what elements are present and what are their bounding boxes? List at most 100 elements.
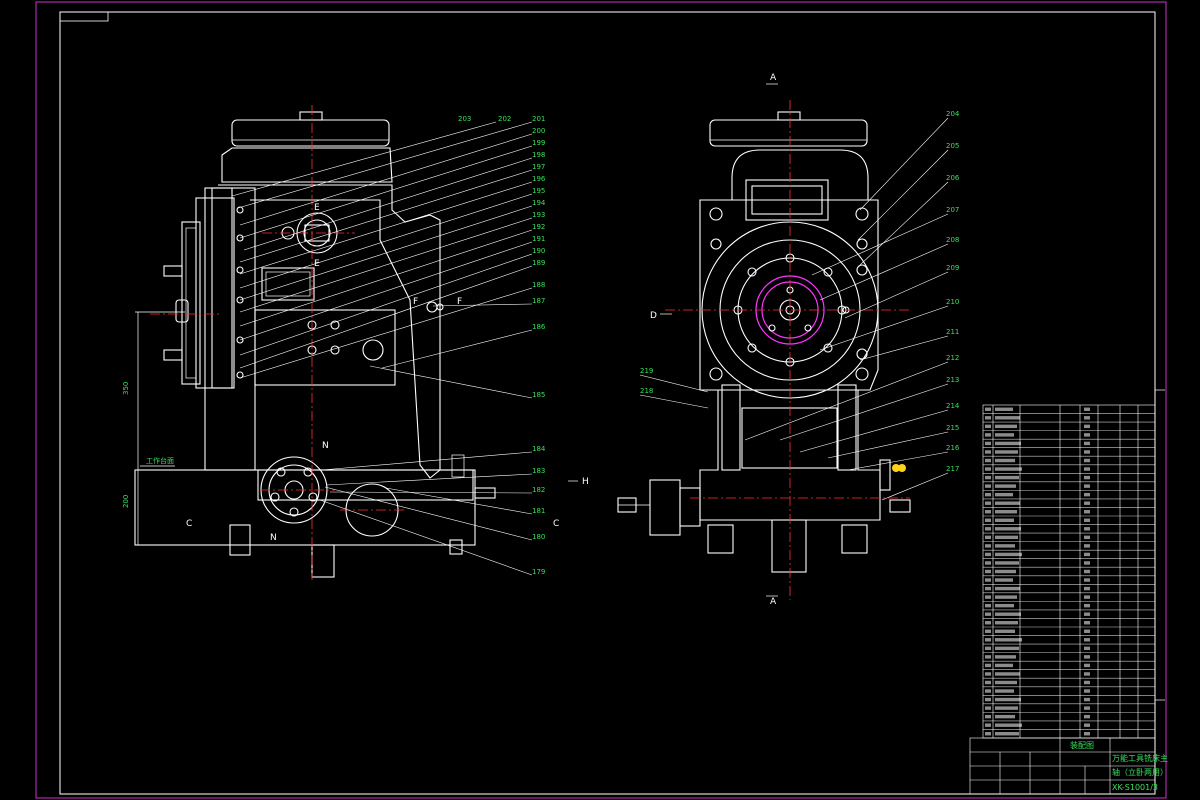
section-mark-c-right: C xyxy=(553,519,559,529)
bom-cell-text xyxy=(995,697,1021,702)
bom-cell-text xyxy=(1084,697,1090,702)
bom-cell-text xyxy=(995,723,1022,727)
bom-cell-text xyxy=(985,501,991,505)
bom-cell-text xyxy=(995,646,1019,651)
bom-cell-text xyxy=(995,672,1020,676)
bom-cell-text xyxy=(1084,578,1090,582)
bom-cell-text xyxy=(985,467,991,471)
callout-187: 187 xyxy=(532,297,545,305)
callout-215: 215 xyxy=(946,424,959,432)
bom-cell-text xyxy=(1084,561,1090,565)
callout-202: 202 xyxy=(498,115,511,123)
bom-cell-text xyxy=(995,544,1015,548)
section-mark-f-right: F xyxy=(457,297,462,307)
bom-cell-text xyxy=(985,655,991,659)
callout-199: 199 xyxy=(532,139,545,147)
bom-cell-text xyxy=(995,492,1013,497)
bom-cell-text xyxy=(985,697,991,702)
callout-198: 198 xyxy=(532,151,545,159)
bom-cell-text xyxy=(985,723,991,727)
callout-209: 209 xyxy=(946,264,959,272)
bom-cell-text xyxy=(985,552,991,557)
callout-203: 203 xyxy=(458,115,471,123)
bom-cell-text xyxy=(995,510,1017,514)
work-level-label: 工作台面 xyxy=(146,456,174,465)
bom-cell-text xyxy=(995,458,1015,463)
bom-cell-text xyxy=(995,424,1017,429)
section-mark-h: H xyxy=(582,477,589,487)
callout-184: 184 xyxy=(532,445,546,453)
bom-cell-text xyxy=(985,484,991,488)
bom-cell-text xyxy=(985,612,991,616)
bom-cell-text xyxy=(1084,416,1090,420)
bom-cell-text xyxy=(995,484,1016,488)
bom-cell-text xyxy=(995,441,1021,446)
callout-193: 193 xyxy=(532,211,545,219)
bom-cell-text xyxy=(1084,723,1090,727)
bom-cell-text xyxy=(985,450,991,454)
bom-cell-text xyxy=(985,706,991,710)
callout-207: 207 xyxy=(946,206,959,214)
bom-cell-text xyxy=(1084,663,1090,668)
bom-cell-text xyxy=(985,714,991,719)
callout-216: 216 xyxy=(946,444,960,452)
callout-195: 195 xyxy=(532,187,545,195)
bom-cell-text xyxy=(985,638,991,642)
bom-cell-text xyxy=(985,680,991,685)
bom-cell-text xyxy=(985,689,991,693)
callout-191: 191 xyxy=(532,235,545,243)
bom-cell-text xyxy=(995,629,1015,633)
bom-cell-text xyxy=(1084,458,1090,463)
bom-cell-text xyxy=(995,706,1018,710)
callout-205: 205 xyxy=(946,142,959,150)
bom-cell-text xyxy=(985,510,991,514)
bom-cell-text xyxy=(1084,680,1090,685)
bom-cell-text xyxy=(995,732,1019,736)
bom-cell-text xyxy=(995,655,1016,659)
bom-cell-text xyxy=(985,672,991,676)
section-mark-f-left: F xyxy=(413,297,418,307)
bom-cell-text xyxy=(985,561,991,565)
bom-cell-text xyxy=(985,578,991,582)
side-view-leaders xyxy=(231,121,533,576)
callout-182: 182 xyxy=(532,486,545,494)
bom-cell-text xyxy=(1084,638,1090,642)
bom-cell-text xyxy=(1084,586,1090,591)
bom-cell-text xyxy=(1084,629,1090,633)
section-mark-e-bottom: E xyxy=(314,259,320,269)
callout-218: 218 xyxy=(640,387,653,395)
bom-cell-text xyxy=(995,595,1017,599)
bom-cell-text xyxy=(1084,544,1090,548)
title-block: 装配图 万能工具铣床主 轴（立卧两用） XK-S1001/3 xyxy=(969,737,1168,795)
bom-cell-text xyxy=(1084,510,1090,514)
svg-text:200: 200 xyxy=(122,495,130,508)
section-mark-n-bottom: N xyxy=(270,533,277,543)
front-view-leaders xyxy=(639,117,949,501)
bom-cell-text xyxy=(985,492,991,497)
bom-cell-text xyxy=(1084,689,1090,693)
section-mark-n-top: N xyxy=(322,441,329,451)
bom-cell-text xyxy=(995,621,1018,625)
bom-cell-text xyxy=(995,475,1019,480)
bom-cell-text xyxy=(1084,714,1090,719)
bom-cell-text xyxy=(985,475,991,480)
callout-180: 180 xyxy=(532,533,545,541)
bom-cell-text xyxy=(995,586,1020,591)
callout-189: 189 xyxy=(532,259,545,267)
bom-cell-text xyxy=(985,629,991,633)
bom-cell-text xyxy=(985,535,991,540)
callout-192: 192 xyxy=(532,223,545,231)
callout-181: 181 xyxy=(532,507,545,515)
bom-cell-text xyxy=(1084,595,1090,599)
bom-cell-text xyxy=(995,578,1013,582)
bom-cell-text xyxy=(1084,732,1090,736)
bom-cell-text xyxy=(995,416,1020,420)
project-title-line2: 轴（立卧两用） xyxy=(1112,767,1168,777)
callout-179: 179 xyxy=(532,568,545,576)
callout-188: 188 xyxy=(532,281,545,289)
callout-212: 212 xyxy=(946,354,959,362)
bom-cell-text xyxy=(995,518,1014,522)
bom-cell-text xyxy=(1084,552,1090,557)
bom-cell-text xyxy=(995,407,1013,411)
